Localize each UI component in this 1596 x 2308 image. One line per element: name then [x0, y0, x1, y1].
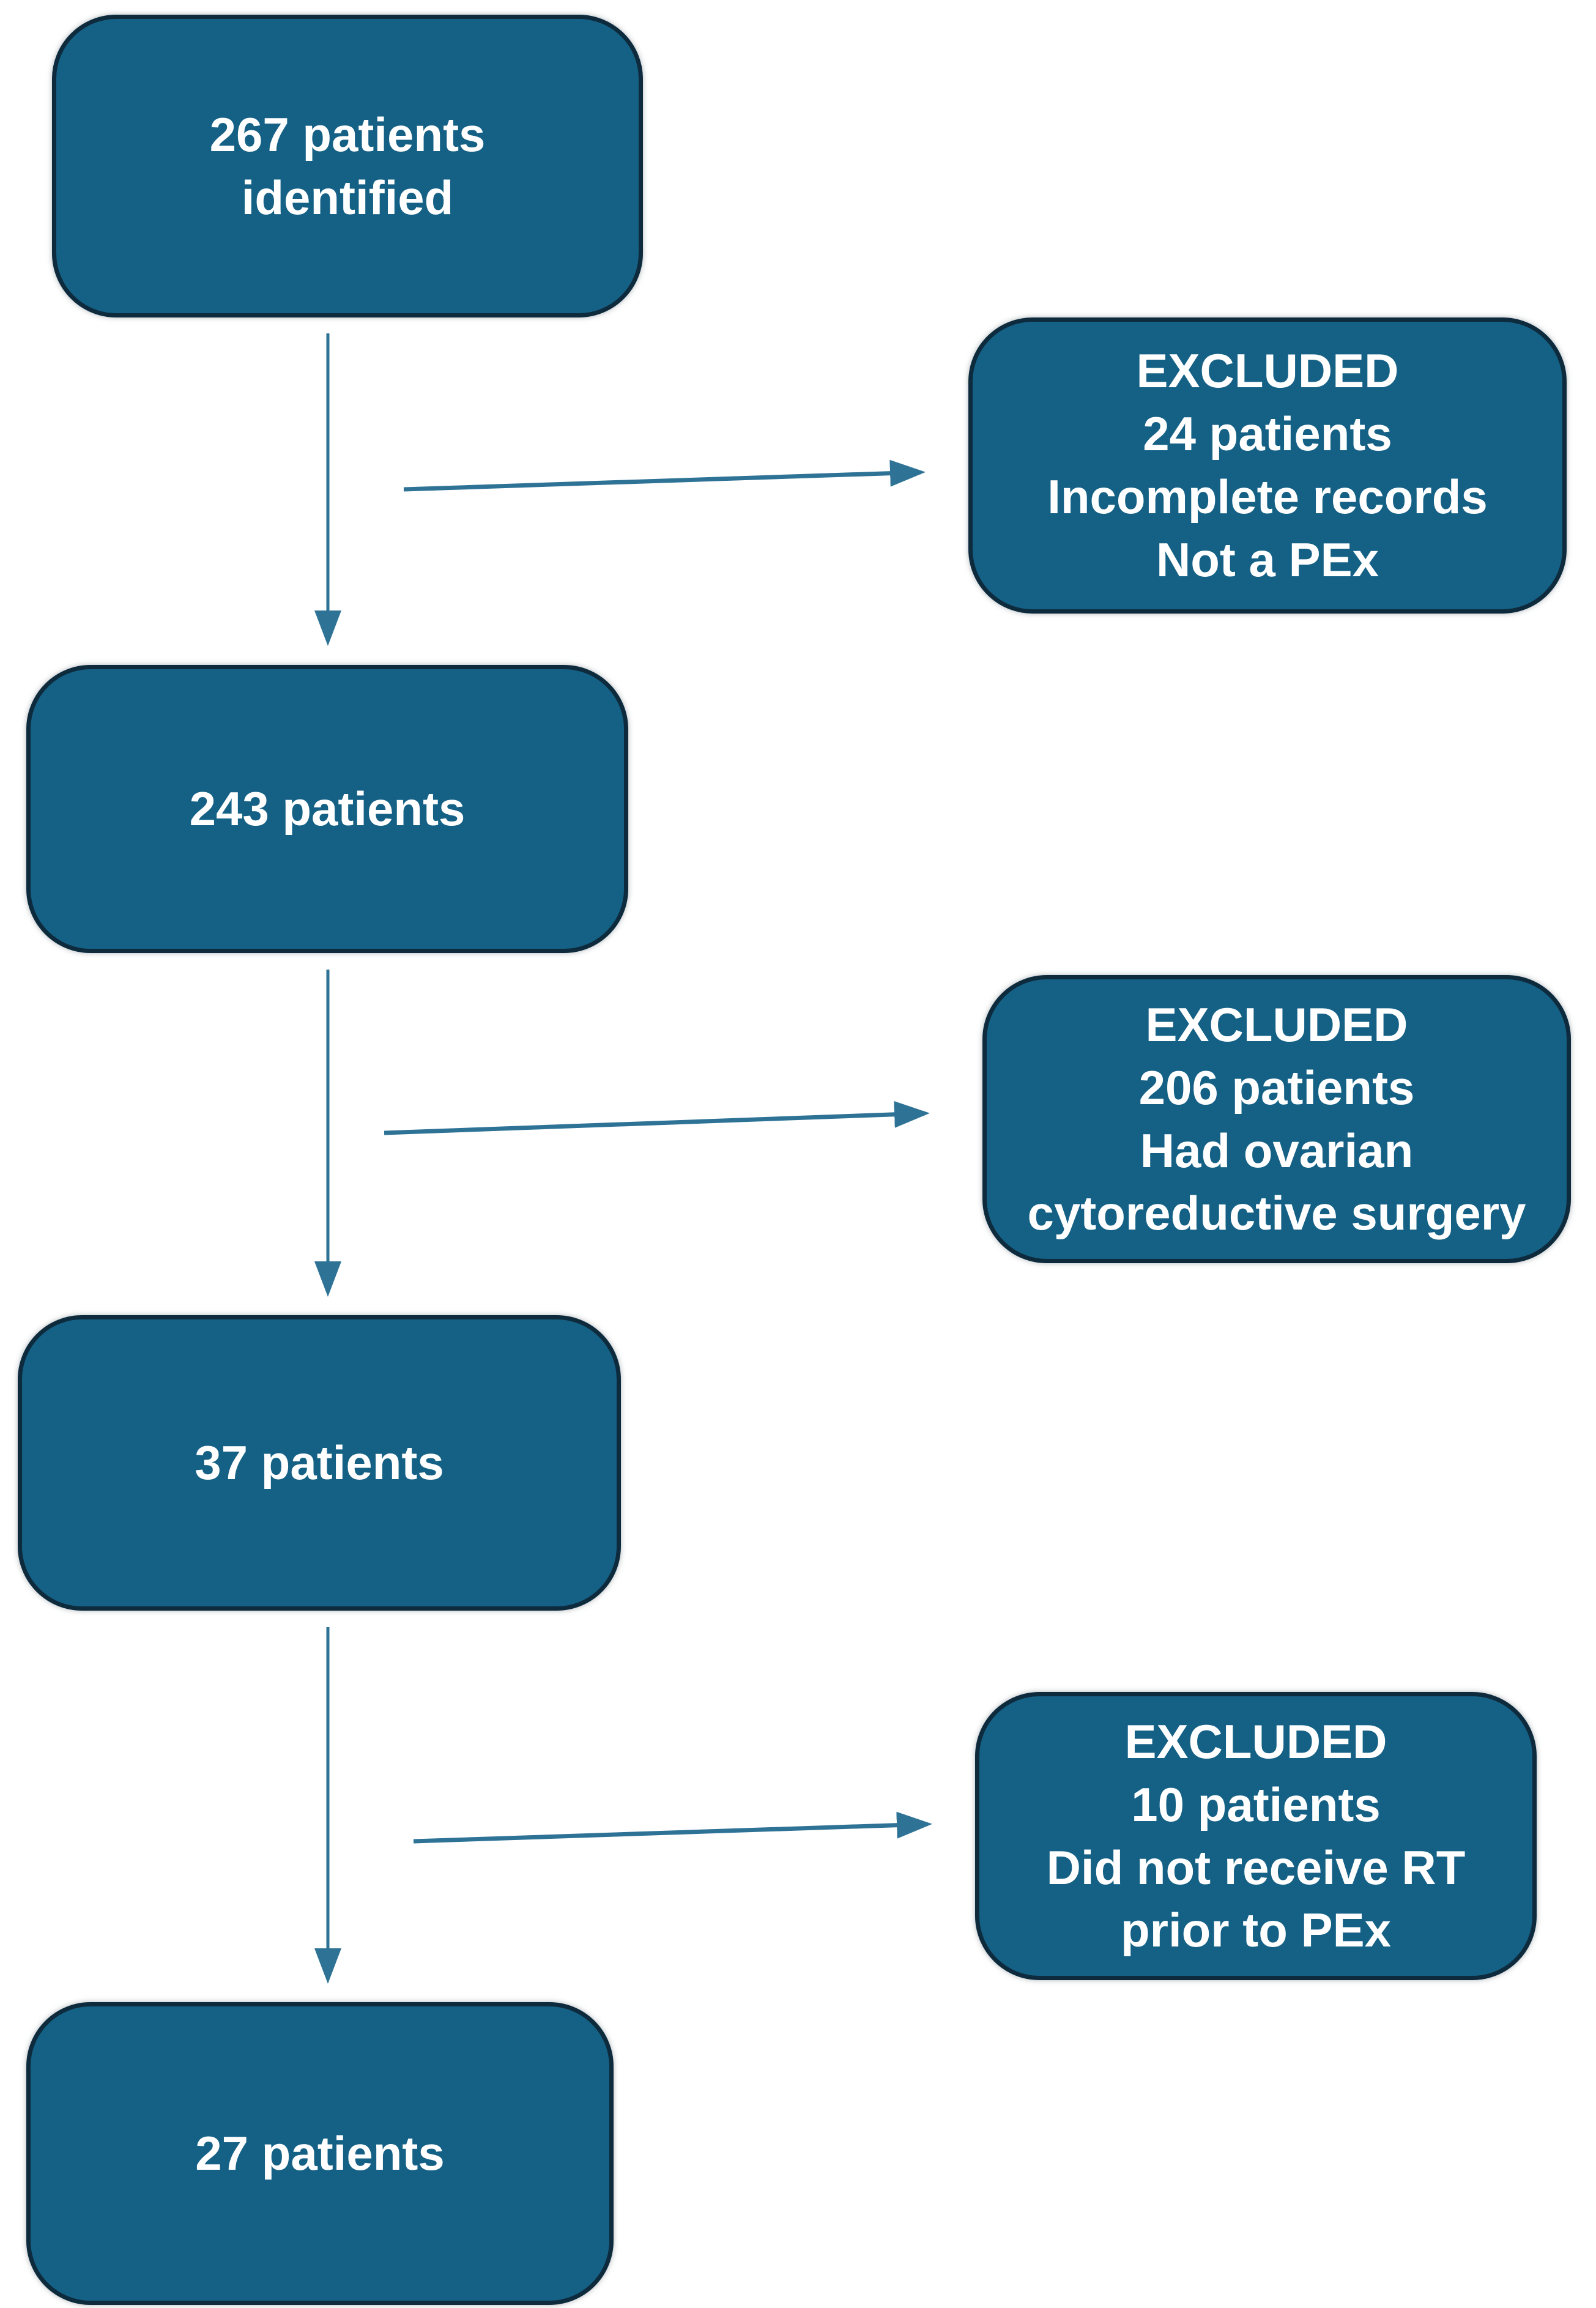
excluded-text-line: 10 patients — [1131, 1777, 1381, 1831]
excluded-text-line: 24 patients — [1143, 407, 1392, 461]
box-text-line: 37 patients — [195, 1436, 444, 1490]
excluded-text-line: Incomplete records — [1047, 470, 1488, 524]
box-text-line: 243 patients — [189, 782, 466, 836]
box-37-patients: 37 patients — [18, 1315, 621, 1611]
box-text-line: 267 patients — [209, 107, 486, 161]
box-text-line: identified — [241, 170, 454, 224]
box-243-patients: 243 patients — [26, 665, 628, 953]
excluded-text-line: 206 patients — [1138, 1060, 1415, 1115]
excluded-heading: EXCLUDED — [1145, 997, 1408, 1052]
excluded-box-no-rt-prior: EXCLUDED 10 patients Did not receive RT … — [975, 1692, 1537, 1980]
arrow-right-excluded-2 — [384, 1100, 930, 1135]
arrow-right-excluded-1 — [403, 459, 926, 492]
box-text-line: 27 patients — [195, 2126, 445, 2181]
excluded-text-line: Did not receive RT — [1046, 1840, 1466, 1894]
excluded-heading: EXCLUDED — [1124, 1714, 1387, 1768]
arrow-right-excluded-3 — [413, 1811, 932, 1844]
excluded-box-incomplete-records: EXCLUDED 24 patients Incomplete records … — [968, 317, 1567, 614]
excluded-text-line: prior to PEx — [1120, 1903, 1392, 1957]
excluded-box-cytoreductive-surgery: EXCLUDED 206 patients Had ovarian cytore… — [982, 975, 1571, 1263]
excluded-text-line: cytoreductive surgery — [1027, 1186, 1526, 1241]
box-27-patients: 27 patients — [26, 2002, 614, 2305]
excluded-text-line: Had ovarian — [1140, 1123, 1414, 1178]
excluded-heading: EXCLUDED — [1136, 344, 1399, 398]
box-267-patients-identified: 267 patients identified — [52, 15, 643, 317]
excluded-text-line: Not a PEx — [1156, 532, 1379, 587]
